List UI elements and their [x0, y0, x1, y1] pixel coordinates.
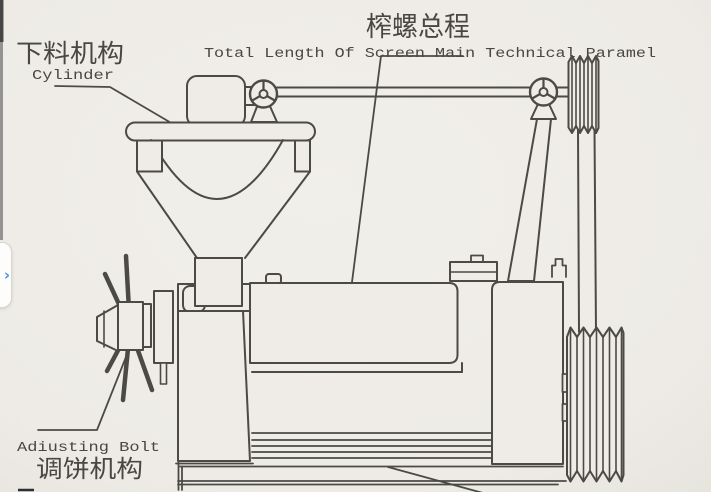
feeder-box — [186, 75, 255, 127]
leader-line-cylinder — [54, 85, 174, 125]
drive-shaft-bar — [276, 86, 571, 98]
label-adjusting-bolt-english: Adiusting Bolt — [17, 441, 160, 456]
base-frame — [175, 432, 567, 491]
label-feed-mechanism-chinese: 下料机构 — [16, 39, 124, 68]
label-cylinder-english: Cylinder — [32, 69, 114, 84]
handwheel-top-left — [248, 79, 279, 123]
title-english: Total Length Of Screen Main Technical Pa… — [204, 47, 656, 62]
top-pulley — [567, 55, 600, 134]
motor-box — [491, 258, 572, 465]
lifting-lug — [551, 258, 567, 278]
barrel-gearbox-connector — [449, 254, 498, 282]
handwheel-right — [528, 77, 559, 120]
title-chinese: 榨螺总程 — [366, 12, 470, 43]
side-panel-flap[interactable]: › — [0, 242, 12, 308]
leader-line-title — [351, 55, 464, 283]
leader-line-bottom-right — [387, 466, 483, 492]
v-belt — [577, 129, 597, 333]
hopper-rim — [125, 121, 316, 142]
press-barrel — [249, 273, 463, 373]
label-cake-adjust-chinese: 调饼机构 — [36, 455, 143, 483]
adjusting-handwheel — [96, 253, 174, 403]
scan-edge-artifacts — [0, 0, 34, 492]
big-pulley — [566, 326, 625, 483]
chevron-right-icon[interactable]: › — [3, 265, 10, 284]
leader-line-adjusting-bolt — [37, 356, 127, 431]
left-leg-stand — [177, 310, 251, 462]
